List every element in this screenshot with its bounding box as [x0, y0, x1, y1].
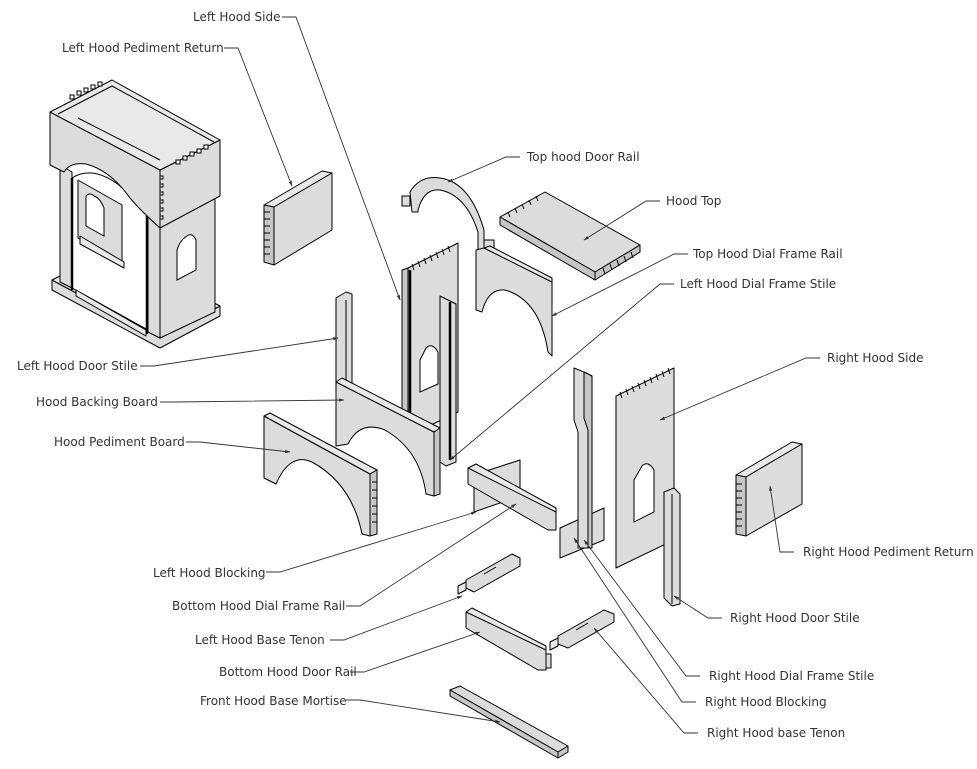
leader-top-hood-door-rail — [447, 156, 520, 183]
part-hood-top — [499, 191, 641, 281]
label-right-hood-blocking: Right Hood Blocking — [705, 695, 827, 709]
part-bottom-hood-door-rail — [465, 607, 552, 671]
leader-right-hood-dial-frame-stile — [583, 539, 700, 677]
part-bottom-hood-dial-frame-rail — [467, 463, 557, 531]
label-left-hood-blocking: Left Hood Blocking — [153, 566, 266, 580]
part-left-hood-dial-frame-stile — [439, 295, 457, 467]
leader-left-hood-pediment-return — [224, 47, 293, 187]
label-left-hood-dial-frame-stile: Left Hood Dial Frame Stile — [680, 277, 837, 291]
part-left-hood-pediment-return — [263, 170, 333, 266]
part-right-hood-dial-frame-stile — [573, 367, 593, 549]
leader-left-hood-blocking — [266, 511, 477, 573]
label-bottom-hood-dial-frame-rail: Bottom Hood Dial Frame Rail — [172, 599, 346, 613]
label-top-hood-dial-frame-rail: Top Hood Dial Frame Rail — [693, 247, 843, 261]
assembled-hood — [49, 79, 221, 349]
leader-right-hood-side — [659, 357, 820, 421]
part-left-hood-base-tenon — [457, 553, 521, 595]
part-right-hood-side — [615, 367, 675, 569]
label-hood-backing-board: Hood Backing Board — [36, 395, 158, 409]
leader-right-hood-pediment-return — [769, 485, 794, 553]
part-top-hood-door-rail — [401, 177, 495, 253]
dovetail-marks — [69, 81, 209, 220]
leader-hood-pediment-board — [186, 441, 291, 454]
leader-right-hood-blocking — [573, 537, 696, 703]
leader-left-hood-base-tenon — [330, 595, 463, 641]
part-right-hood-pediment-return — [735, 441, 803, 537]
leader-front-hood-base-mortise — [346, 699, 501, 723]
part-hood-pediment-board — [263, 412, 378, 537]
label-front-hood-base-mortise: Front Hood Base Mortise — [200, 694, 347, 708]
leader-right-hood-base-tenon — [593, 627, 698, 734]
label-left-hood-pediment-return: Left Hood Pediment Return — [62, 41, 224, 55]
leader-bottom-hood-door-rail — [350, 631, 481, 673]
part-left-hood-door-stile — [335, 291, 353, 399]
part-right-hood-door-stile — [663, 487, 681, 607]
leader-bottom-hood-dial-frame-rail — [346, 503, 517, 607]
part-top-hood-dial-frame-rail — [475, 245, 553, 357]
leader-lines — [140, 16, 820, 734]
label-right-hood-dial-frame-stile: Right Hood Dial Frame Stile — [709, 669, 875, 683]
leader-left-hood-side — [282, 16, 401, 301]
leader-right-hood-door-stile — [673, 595, 722, 619]
label-hood-top: Hood Top — [666, 194, 722, 208]
leader-top-hood-dial-frame-rail — [551, 253, 688, 317]
leader-hood-top — [583, 200, 660, 241]
leader-left-hood-dial-frame-stile — [449, 283, 674, 461]
label-bottom-hood-door-rail: Bottom Hood Door Rail — [219, 665, 357, 679]
part-front-hood-base-mortise — [449, 685, 569, 759]
label-top-hood-door-rail: Top hood Door Rail — [527, 150, 640, 164]
part-hood-backing-board — [335, 377, 441, 497]
part-right-hood-base-tenon — [549, 609, 615, 651]
leader-left-hood-door-stile — [140, 337, 339, 367]
label-right-hood-side: Right Hood Side — [827, 351, 924, 365]
label-right-hood-base-tenon: Right Hood base Tenon — [707, 726, 846, 740]
label-right-hood-door-stile: Right Hood Door Stile — [730, 611, 860, 625]
label-left-hood-side: Left Hood Side — [193, 10, 281, 24]
label-right-hood-pediment-return: Right Hood Pediment Return — [803, 545, 974, 559]
label-left-hood-door-stile: Left Hood Door Stile — [17, 359, 138, 373]
leader-hood-backing-board — [160, 398, 345, 403]
label-hood-pediment-board: Hood Pediment Board — [54, 435, 185, 449]
label-left-hood-base-tenon: Left Hood Base Tenon — [195, 633, 325, 647]
